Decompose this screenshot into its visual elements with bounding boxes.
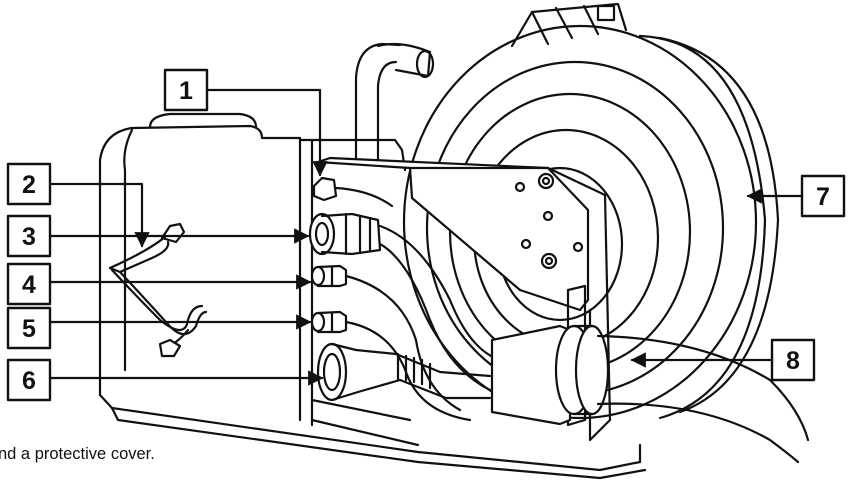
callout-3: 3 bbox=[6, 214, 310, 258]
callout-8-number: 8 bbox=[786, 347, 800, 375]
callout-4-number: 4 bbox=[22, 271, 36, 299]
callout-1: 1 bbox=[163, 68, 328, 177]
callout-7-number: 7 bbox=[816, 183, 830, 211]
callout-7: 7 bbox=[746, 174, 846, 218]
gun-cable-outlet bbox=[490, 324, 810, 464]
callout-6-number: 6 bbox=[22, 367, 36, 395]
callout-3-number: 3 bbox=[22, 223, 36, 251]
callout-2-number: 2 bbox=[22, 171, 36, 199]
callout-5-number: 5 bbox=[22, 315, 36, 343]
callout-4: 4 bbox=[6, 262, 312, 306]
callout-2: 2 bbox=[6, 162, 150, 248]
spool-mounting-bracket bbox=[316, 156, 612, 442]
callout-5: 5 bbox=[6, 306, 312, 350]
callout-6: 6 bbox=[6, 358, 324, 402]
callout-8: 8 bbox=[630, 338, 816, 382]
caption-text: nd a protective cover. bbox=[0, 445, 155, 463]
front-connectors bbox=[308, 176, 502, 422]
carry-handle bbox=[354, 42, 435, 162]
gas-hose-assembly bbox=[108, 222, 208, 358]
callout-1-number: 1 bbox=[179, 77, 193, 105]
